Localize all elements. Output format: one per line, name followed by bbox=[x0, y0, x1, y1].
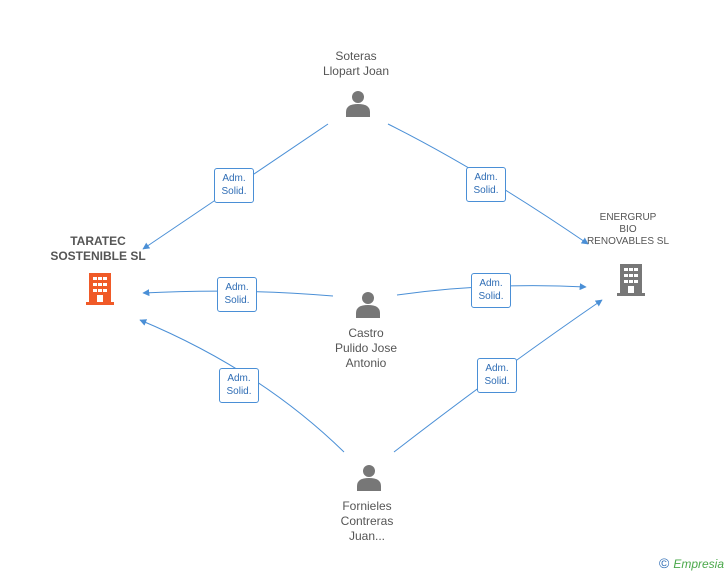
person-name-line: Castro bbox=[348, 326, 384, 340]
person-label-soteras[interactable]: Soteras Llopart Joan bbox=[300, 49, 412, 79]
edge-label-line: Adm. bbox=[474, 172, 498, 183]
edge-label-line: Adm. bbox=[222, 173, 246, 184]
building-icon[interactable] bbox=[615, 262, 647, 296]
building-icon[interactable] bbox=[84, 271, 116, 305]
company-label-taratec[interactable]: TARATEC SOSTENIBLE SL bbox=[40, 234, 156, 264]
edge-label-line: Solid. bbox=[484, 376, 510, 387]
edge-label-castro-energrup[interactable]: Adm. Solid. bbox=[471, 273, 511, 308]
company-name-line: ENERGRUP bbox=[599, 212, 657, 223]
person-name-line: Fornieles bbox=[342, 499, 392, 513]
person-label-castro[interactable]: Castro Pulido Jose Antonio bbox=[310, 326, 422, 371]
edge-label-line: Adm. bbox=[479, 278, 503, 289]
person-icon[interactable] bbox=[344, 89, 372, 117]
person-name-line: Llopart Joan bbox=[322, 64, 390, 78]
person-name-line: Contreras bbox=[340, 514, 394, 528]
edge-label-line: Solid. bbox=[224, 295, 250, 306]
edge-label-castro-taratec[interactable]: Adm. Solid. bbox=[217, 277, 257, 312]
person-name-line: Juan... bbox=[348, 529, 386, 543]
company-label-energrup[interactable]: ENERGRUP BIO RENOVABLES SL bbox=[568, 212, 688, 248]
person-icon[interactable] bbox=[355, 463, 383, 491]
edge-label-line: Solid. bbox=[226, 386, 252, 397]
person-icon[interactable] bbox=[354, 290, 382, 318]
brand-watermark: ©Empresia bbox=[659, 555, 724, 571]
copyright-icon: © bbox=[658, 555, 670, 571]
edge-label-line: Solid. bbox=[221, 186, 247, 197]
edge-label-line: Adm. bbox=[225, 282, 249, 293]
edge-label-line: Solid. bbox=[478, 291, 504, 302]
brand-name: Empresia bbox=[673, 557, 724, 571]
edge-label-line: Solid. bbox=[473, 185, 499, 196]
edge-label-fornieles-taratec[interactable]: Adm. Solid. bbox=[219, 368, 259, 403]
company-name-line: BIO bbox=[619, 224, 637, 235]
company-name-line: RENOVABLES SL bbox=[586, 236, 670, 247]
person-name-line: Soteras bbox=[335, 49, 377, 63]
person-label-fornieles[interactable]: Fornieles Contreras Juan... bbox=[311, 499, 423, 544]
edge-label-line: Adm. bbox=[485, 363, 509, 374]
company-name-line: SOSTENIBLE SL bbox=[50, 249, 146, 263]
edge-label-fornieles-energrup[interactable]: Adm. Solid. bbox=[477, 358, 517, 393]
person-name-line: Antonio bbox=[345, 356, 387, 370]
edge-label-soteras-taratec[interactable]: Adm. Solid. bbox=[214, 168, 254, 203]
edge-label-soteras-energrup[interactable]: Adm. Solid. bbox=[466, 167, 506, 202]
company-name-line: TARATEC bbox=[70, 234, 126, 248]
edge-label-line: Adm. bbox=[227, 373, 251, 384]
person-name-line: Pulido Jose bbox=[334, 341, 398, 355]
